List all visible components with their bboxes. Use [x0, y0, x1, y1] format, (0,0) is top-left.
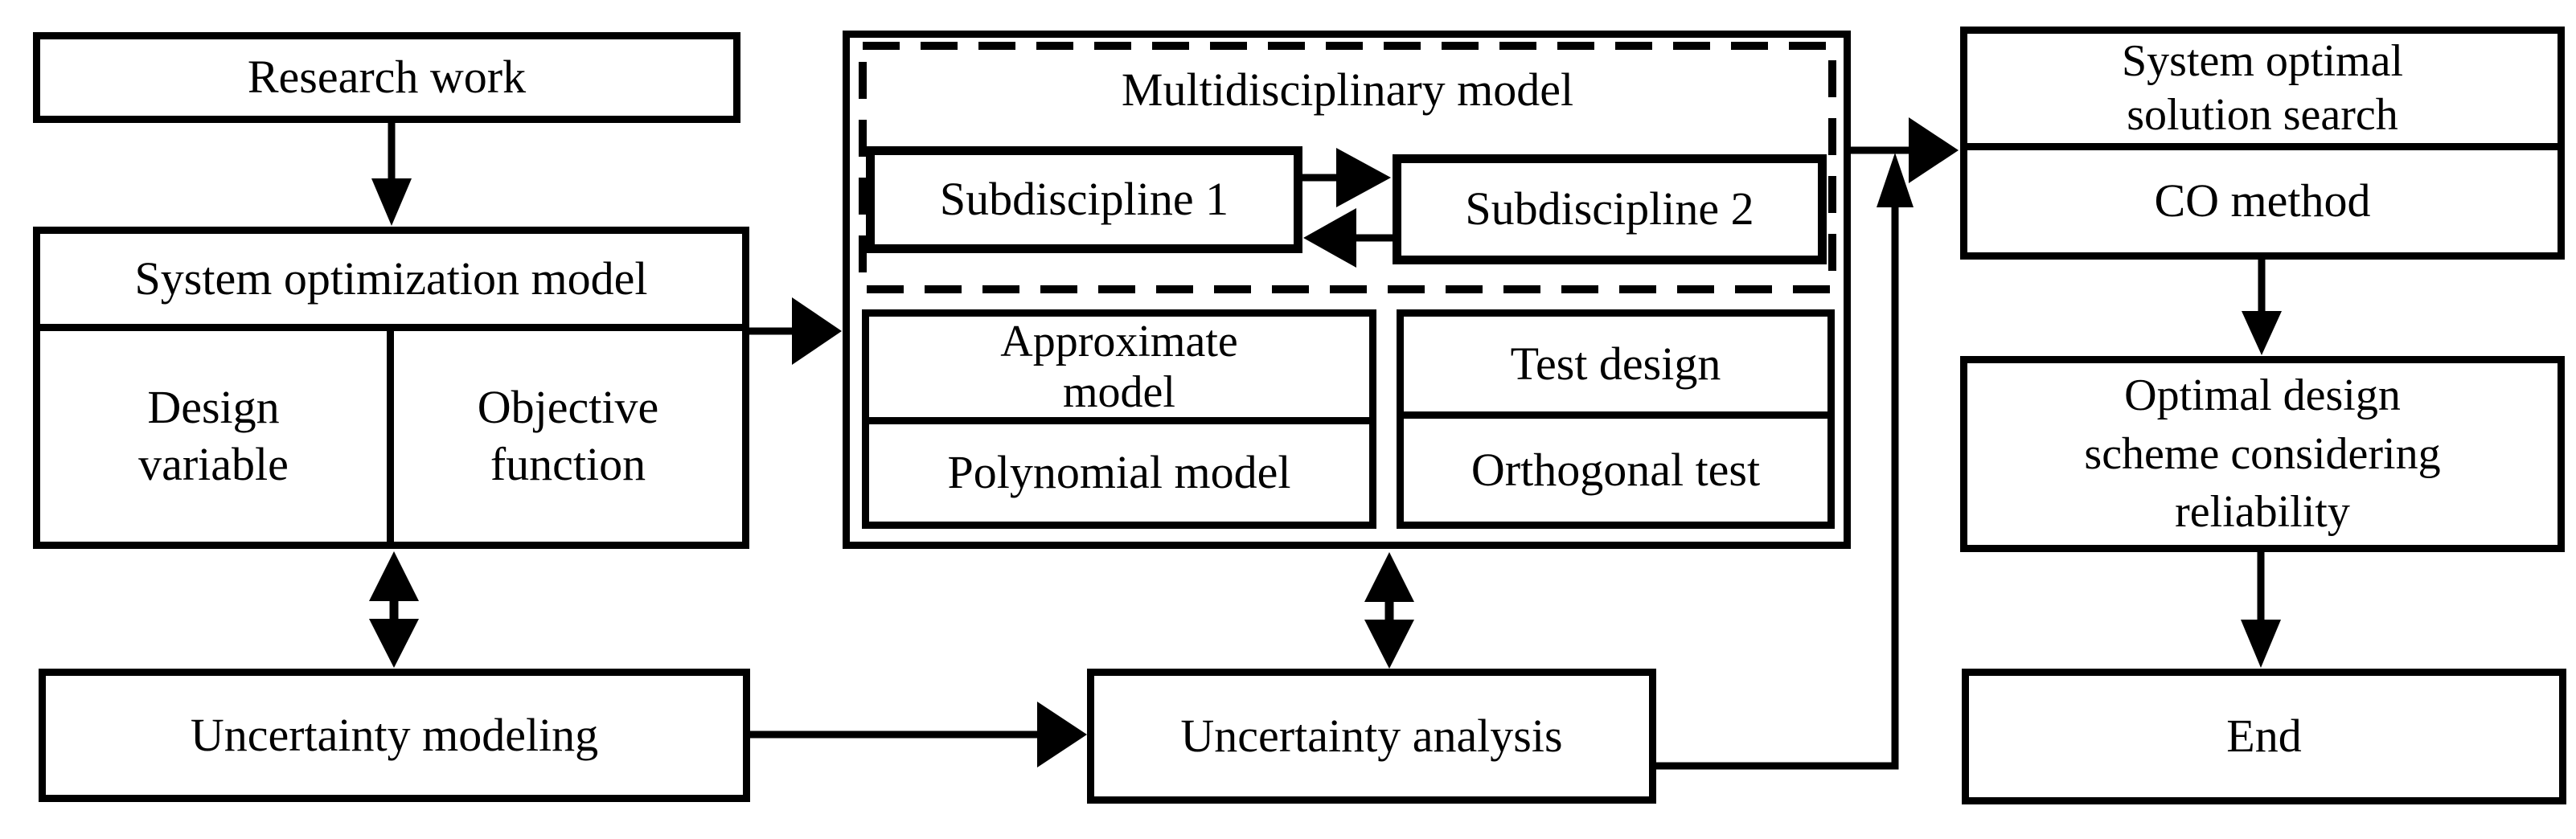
node-uncertainty-analysis: Uncertainty analysis [1087, 669, 1656, 804]
end-label: End [2226, 710, 2302, 763]
arrow-modeling-to-analysis [750, 702, 1087, 767]
arrow-optimal-to-end [2241, 552, 2281, 668]
subdiscipline-2-label: Subdiscipline 2 [1465, 182, 1754, 235]
co-method-label: CO method [2154, 174, 2371, 227]
arrow-multidisciplinary-uncertainty-bidirectional [1364, 552, 1414, 669]
test-design-title: Test design [1404, 317, 1827, 419]
approximate-model-title: Approximate model [869, 317, 1369, 425]
solution-search-title: System optimal solution search [1967, 34, 2558, 150]
arrow-research-to-system-optimization [371, 121, 412, 226]
arrow-solution-to-optimal [2242, 260, 2282, 355]
research-work-label: Research work [247, 51, 527, 104]
cell-objective-function: Objective function [477, 381, 659, 490]
cell-design-variable: Design variable [40, 331, 394, 542]
node-research-work: Research work [33, 32, 740, 123]
arrow-system-to-multidisciplinary [746, 297, 842, 365]
node-uncertainty-modeling: Uncertainty modeling [39, 669, 750, 802]
subdiscipline-1-label: Subdiscipline 1 [939, 173, 1229, 226]
orthogonal-test-label: Orthogonal test [1471, 443, 1761, 496]
node-subdiscipline-1: Subdiscipline 1 [866, 146, 1302, 253]
multidisciplinary-model-title: Multidisciplinary model [1121, 63, 1574, 116]
arrow-multidisciplinary-to-solution-search [1849, 117, 1959, 183]
uncertainty-analysis-label: Uncertainty analysis [1180, 709, 1563, 762]
uncertainty-modeling-label: Uncertainty modeling [190, 708, 599, 761]
node-end: End [1962, 669, 2566, 804]
node-subdiscipline-2: Subdiscipline 2 [1393, 154, 1827, 264]
node-system-optimization-model: System optimization model Design variabl… [33, 227, 749, 549]
node-system-optimal-solution-search: System optimal solution search CO method [1960, 27, 2565, 260]
system-optimization-title: System optimization model [40, 234, 742, 331]
node-approximate-model: Approximate model Polynomial model [862, 309, 1376, 529]
arrow-system-uncertainty-bidirectional [369, 551, 419, 668]
node-optimal-design-scheme: Optimal design scheme considering reliab… [1960, 356, 2565, 552]
node-test-design: Test design Orthogonal test [1397, 309, 1835, 529]
polynomial-model-label: Polynomial model [947, 446, 1291, 499]
